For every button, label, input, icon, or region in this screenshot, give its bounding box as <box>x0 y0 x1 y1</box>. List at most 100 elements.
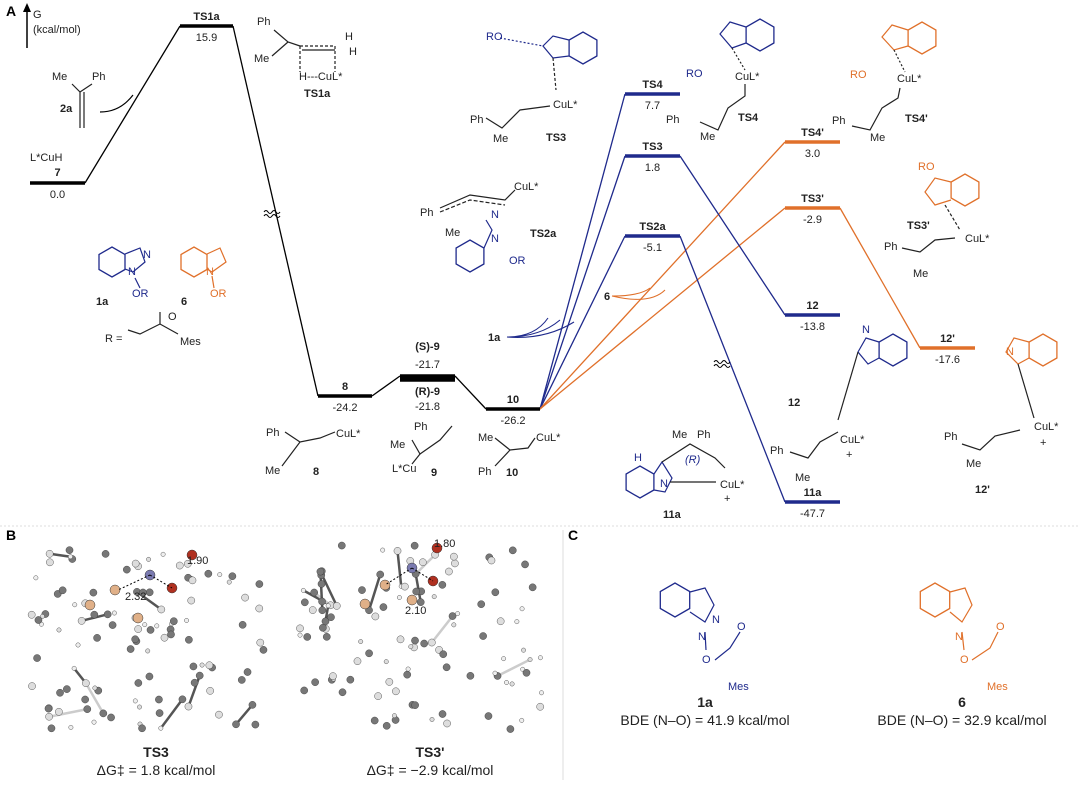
atom-sphere <box>419 558 427 567</box>
atom-label: Mes <box>987 681 1008 693</box>
bond <box>893 49 906 73</box>
atom-sphere <box>81 695 89 704</box>
bond <box>439 189 516 209</box>
level-energy: -26.2 <box>500 415 525 427</box>
atom-sphere <box>99 709 108 718</box>
bond <box>542 35 570 59</box>
atom-sphere <box>408 644 414 650</box>
atom-sphere <box>443 719 451 728</box>
atom-sphere <box>358 639 364 644</box>
atom-sphere <box>338 688 347 697</box>
atom-sphere <box>496 617 505 626</box>
panel-label-b: B <box>6 527 16 543</box>
feed-label-1a: 1a <box>488 332 501 344</box>
panel-label-a: A <box>6 3 16 19</box>
atom-sphere <box>438 581 447 589</box>
atom-label: Me <box>672 429 687 441</box>
bond <box>699 84 746 131</box>
atom-sphere <box>382 722 391 730</box>
atom-sphere <box>58 586 67 595</box>
compound-label-ts2a: TS2a <box>530 228 557 240</box>
atom-sphere <box>46 558 54 567</box>
atom-sphere <box>195 671 204 680</box>
panel-b-3d-models <box>27 541 545 733</box>
bond <box>485 105 551 129</box>
bond <box>499 37 544 47</box>
atom-sphere <box>405 666 411 672</box>
atom-label: N <box>698 631 706 643</box>
atom-sphere <box>508 546 517 555</box>
atom-sphere <box>316 567 325 576</box>
atom-sphere <box>392 713 397 719</box>
atom-sphere <box>365 649 373 658</box>
atom-sphere <box>519 717 525 723</box>
benzene-ring <box>1028 333 1058 367</box>
bond <box>881 24 909 51</box>
atom-sphere <box>296 624 304 633</box>
atom-label: Me <box>445 227 460 239</box>
atom-label: OR <box>132 288 149 300</box>
bond <box>411 425 453 455</box>
atom-sphere <box>134 625 142 633</box>
atom-sphere <box>300 587 306 593</box>
level-name: TS4' <box>801 127 824 139</box>
atom-sphere <box>431 594 437 600</box>
atom-sphere <box>160 551 166 557</box>
atom-label: Me <box>966 458 981 470</box>
atom-sphere <box>514 619 520 625</box>
atom-sphere <box>429 717 435 722</box>
atom-sphere <box>154 623 160 629</box>
bond <box>949 587 973 623</box>
atom-label: H---CuL* <box>299 71 343 83</box>
bond-stick <box>48 707 88 718</box>
atom-sphere <box>318 597 326 606</box>
atom-sphere <box>300 686 308 695</box>
atom-label: Ph <box>666 114 679 126</box>
atom-sphere <box>317 580 326 588</box>
atom-sphere <box>170 617 178 625</box>
bond <box>704 631 707 651</box>
atom-label: Me <box>478 432 493 444</box>
compound-label-8: 8 <box>313 466 319 478</box>
atom-sphere <box>199 662 205 668</box>
atom-sphere <box>138 724 146 733</box>
path-TS3-12 <box>679 155 786 316</box>
atom-sphere <box>450 552 458 561</box>
atom-label: CuL* <box>514 181 539 193</box>
atom-sphere <box>428 638 436 647</box>
atom-label: CuL* <box>553 99 578 111</box>
bond <box>924 177 952 206</box>
axis-unit: (kcal/mol) <box>33 24 81 36</box>
atom-sphere <box>146 626 155 634</box>
atom-sphere <box>370 716 379 725</box>
atom-sphere <box>297 632 303 638</box>
level-name: 12' <box>940 333 955 345</box>
compound-label-ts3p: TS3' <box>907 220 930 232</box>
level-name: 11a <box>804 487 823 499</box>
feed-1a <box>506 317 575 338</box>
atom-sphere <box>238 621 247 629</box>
distance-label: 2.10 <box>405 605 426 617</box>
benzene-ring <box>455 239 485 273</box>
atom-sphere <box>184 618 189 623</box>
atom-label: N <box>206 266 214 278</box>
atom-sphere <box>308 606 317 614</box>
key-atom-sphere <box>406 594 418 606</box>
level-energy: -5.1 <box>643 242 662 254</box>
atom-label: Ph <box>884 241 897 253</box>
atom-label: N <box>712 614 720 626</box>
atom-label: Me <box>254 53 269 65</box>
compound-label-10: 10 <box>506 467 518 479</box>
reaction-paths <box>84 25 921 503</box>
level-energy: -2.9 <box>803 214 822 226</box>
atom-sphere <box>466 672 475 680</box>
stereo-label: (R) <box>685 454 701 466</box>
atom-sphere <box>374 692 382 700</box>
benzene-ring <box>98 246 126 278</box>
benzene-ring <box>950 173 980 207</box>
charge: + <box>724 493 730 505</box>
atom-sphere <box>256 638 265 647</box>
atom-sphere <box>329 672 337 680</box>
atom-sphere <box>509 681 515 687</box>
atom-sphere <box>228 572 237 581</box>
